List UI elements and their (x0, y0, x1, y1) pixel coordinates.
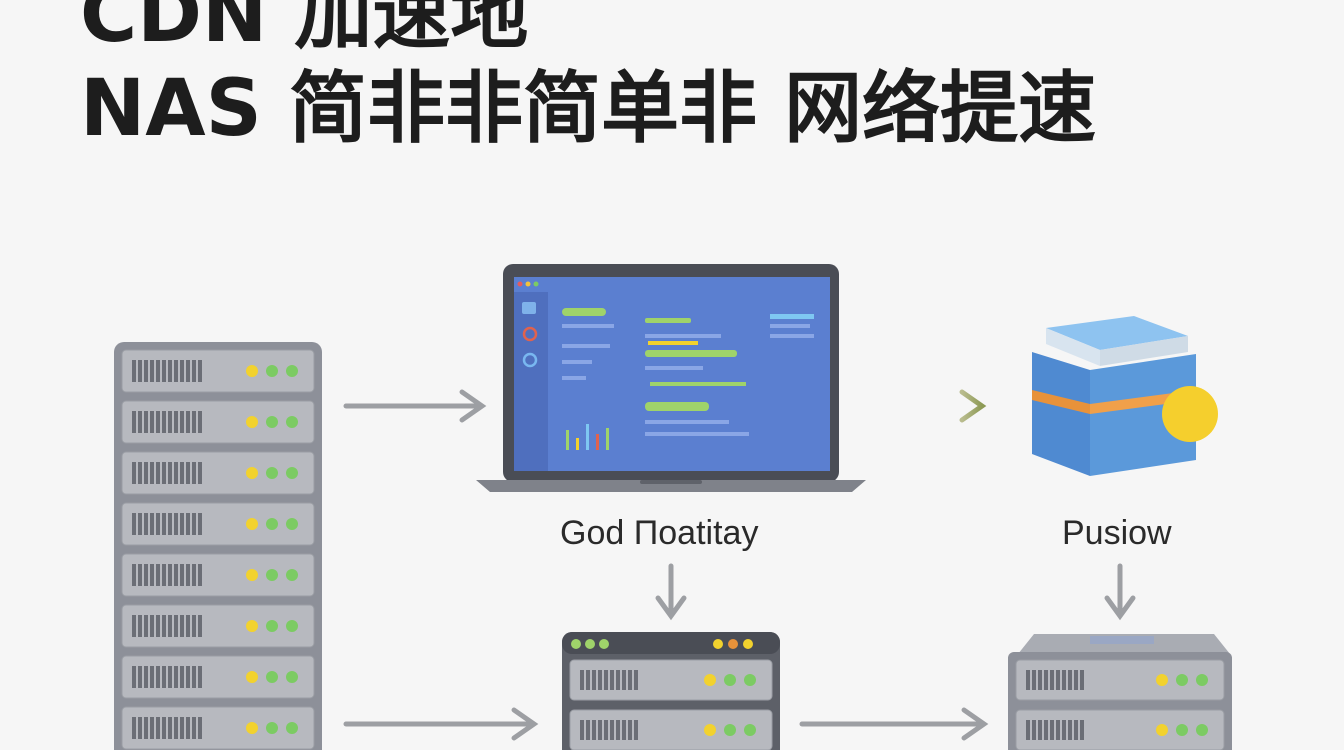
arrow-mid-to-right-server (799, 707, 989, 741)
laptop-dashboard-icon (476, 264, 866, 492)
server-unit (121, 553, 315, 597)
server-unit (121, 604, 315, 648)
server-unit (569, 709, 773, 750)
server-unit (1015, 659, 1225, 701)
server-icon (562, 632, 780, 750)
server-rack-icon (114, 342, 322, 750)
label-middle: God Πoatitay (560, 514, 759, 552)
server-unit (569, 659, 773, 701)
server-unit (121, 655, 315, 699)
storage-box-icon (1032, 316, 1218, 476)
arrow-down-right (1104, 563, 1136, 621)
server-unit (121, 502, 315, 546)
server-unit (121, 706, 315, 750)
server-unit (1015, 709, 1225, 750)
server-unit (121, 349, 315, 393)
arrow-left-to-mid-server (343, 707, 539, 741)
arrow-down-middle (655, 563, 687, 621)
arrow-left-to-laptop (343, 389, 487, 423)
title-line-1: CDN 加速地 (80, 0, 529, 60)
title-line-2: NAS 简非非简单非 网络提速 (80, 64, 1097, 154)
server-icon (1008, 634, 1232, 750)
label-right: Pusiow (1062, 514, 1172, 552)
server-unit (121, 400, 315, 444)
server-unit (121, 451, 315, 495)
arrow-laptop-to-storage (855, 389, 987, 423)
